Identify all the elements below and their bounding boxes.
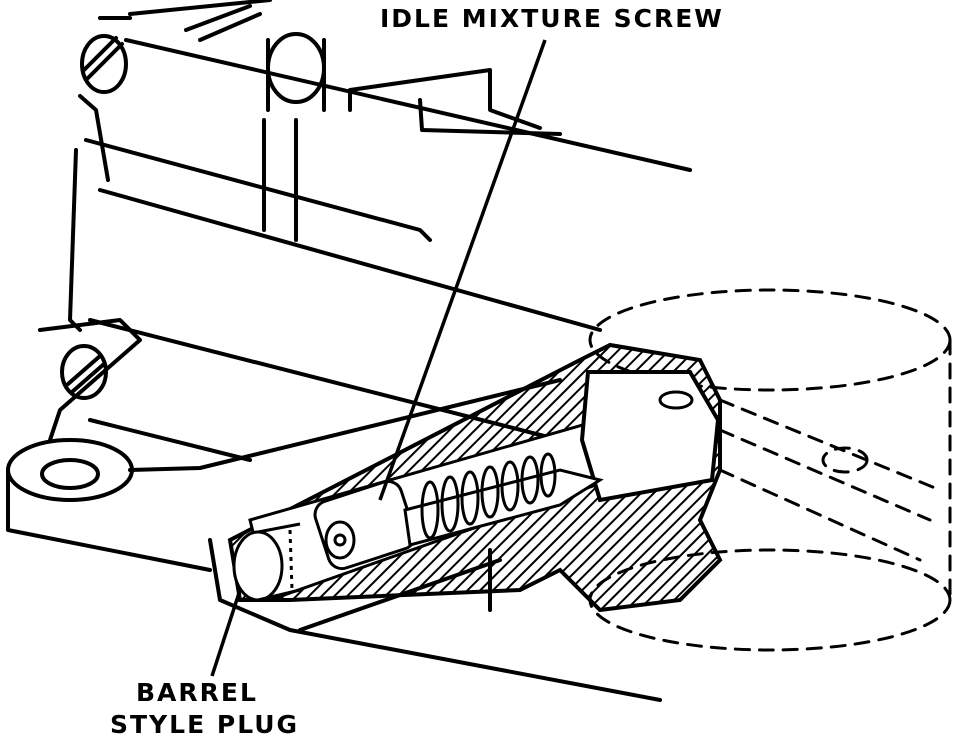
leader-lines xyxy=(210,39,547,677)
barrel-plug-icon xyxy=(232,522,301,602)
venturi-outline xyxy=(588,288,952,652)
idle-mixture-screw-icon xyxy=(313,452,604,571)
top-boss xyxy=(266,32,326,112)
top-screw-icon xyxy=(80,34,128,94)
barrel-plug-label-line2: STYLE PLUG xyxy=(110,710,300,739)
idle-mixture-screw-label: IDLE MIXTURE SCREW xyxy=(380,4,724,33)
barrel-plug-leader-line xyxy=(210,589,242,677)
idle-screw-leader-line xyxy=(378,39,547,501)
barrel-plug-label-line1: BARREL xyxy=(136,678,258,707)
